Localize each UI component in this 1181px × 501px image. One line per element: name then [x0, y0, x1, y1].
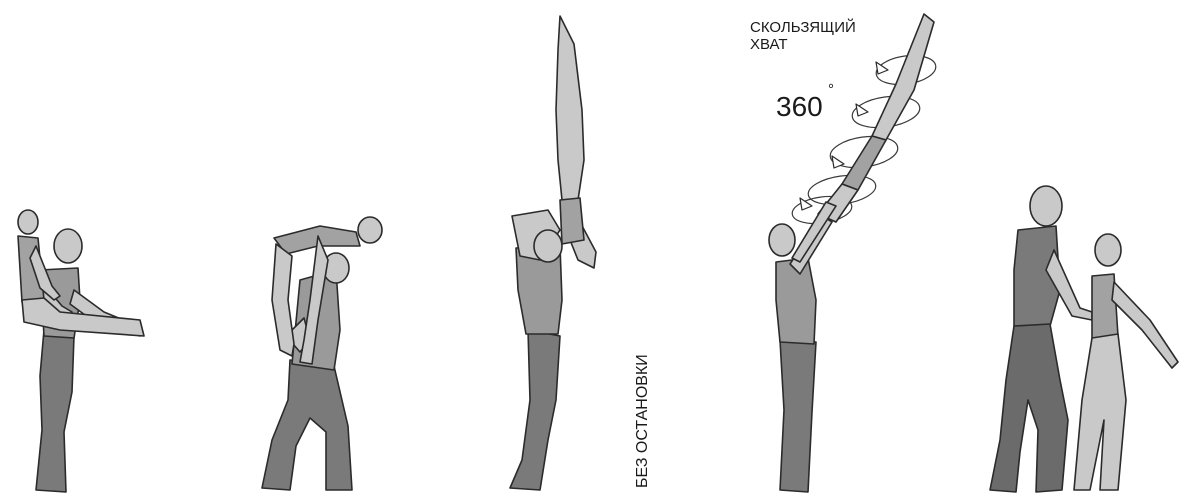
degree-symbol: ° [828, 82, 834, 98]
phase-1-base-partner [36, 229, 140, 492]
phase-1-flyer [18, 210, 144, 336]
phase-2-figures [262, 217, 382, 490]
phase-4-figures [769, 14, 938, 492]
phase-4-flyer [792, 14, 934, 262]
rotation-angle-label: 360 [776, 92, 823, 122]
no-stop-label: БЕЗ ОСТАНОВКИ [634, 354, 652, 488]
phase-3-figures [510, 16, 596, 490]
sliding-grip-label-line2: ХВАТ [750, 37, 788, 53]
phase-1-figures [18, 210, 144, 492]
phase-5-base-partner [990, 186, 1092, 492]
phase-5-figures [990, 186, 1178, 492]
sliding-grip-label-line1: СКОЛЬЗЯЩИЙ [750, 20, 856, 36]
phase-5-flyer [1074, 234, 1178, 490]
